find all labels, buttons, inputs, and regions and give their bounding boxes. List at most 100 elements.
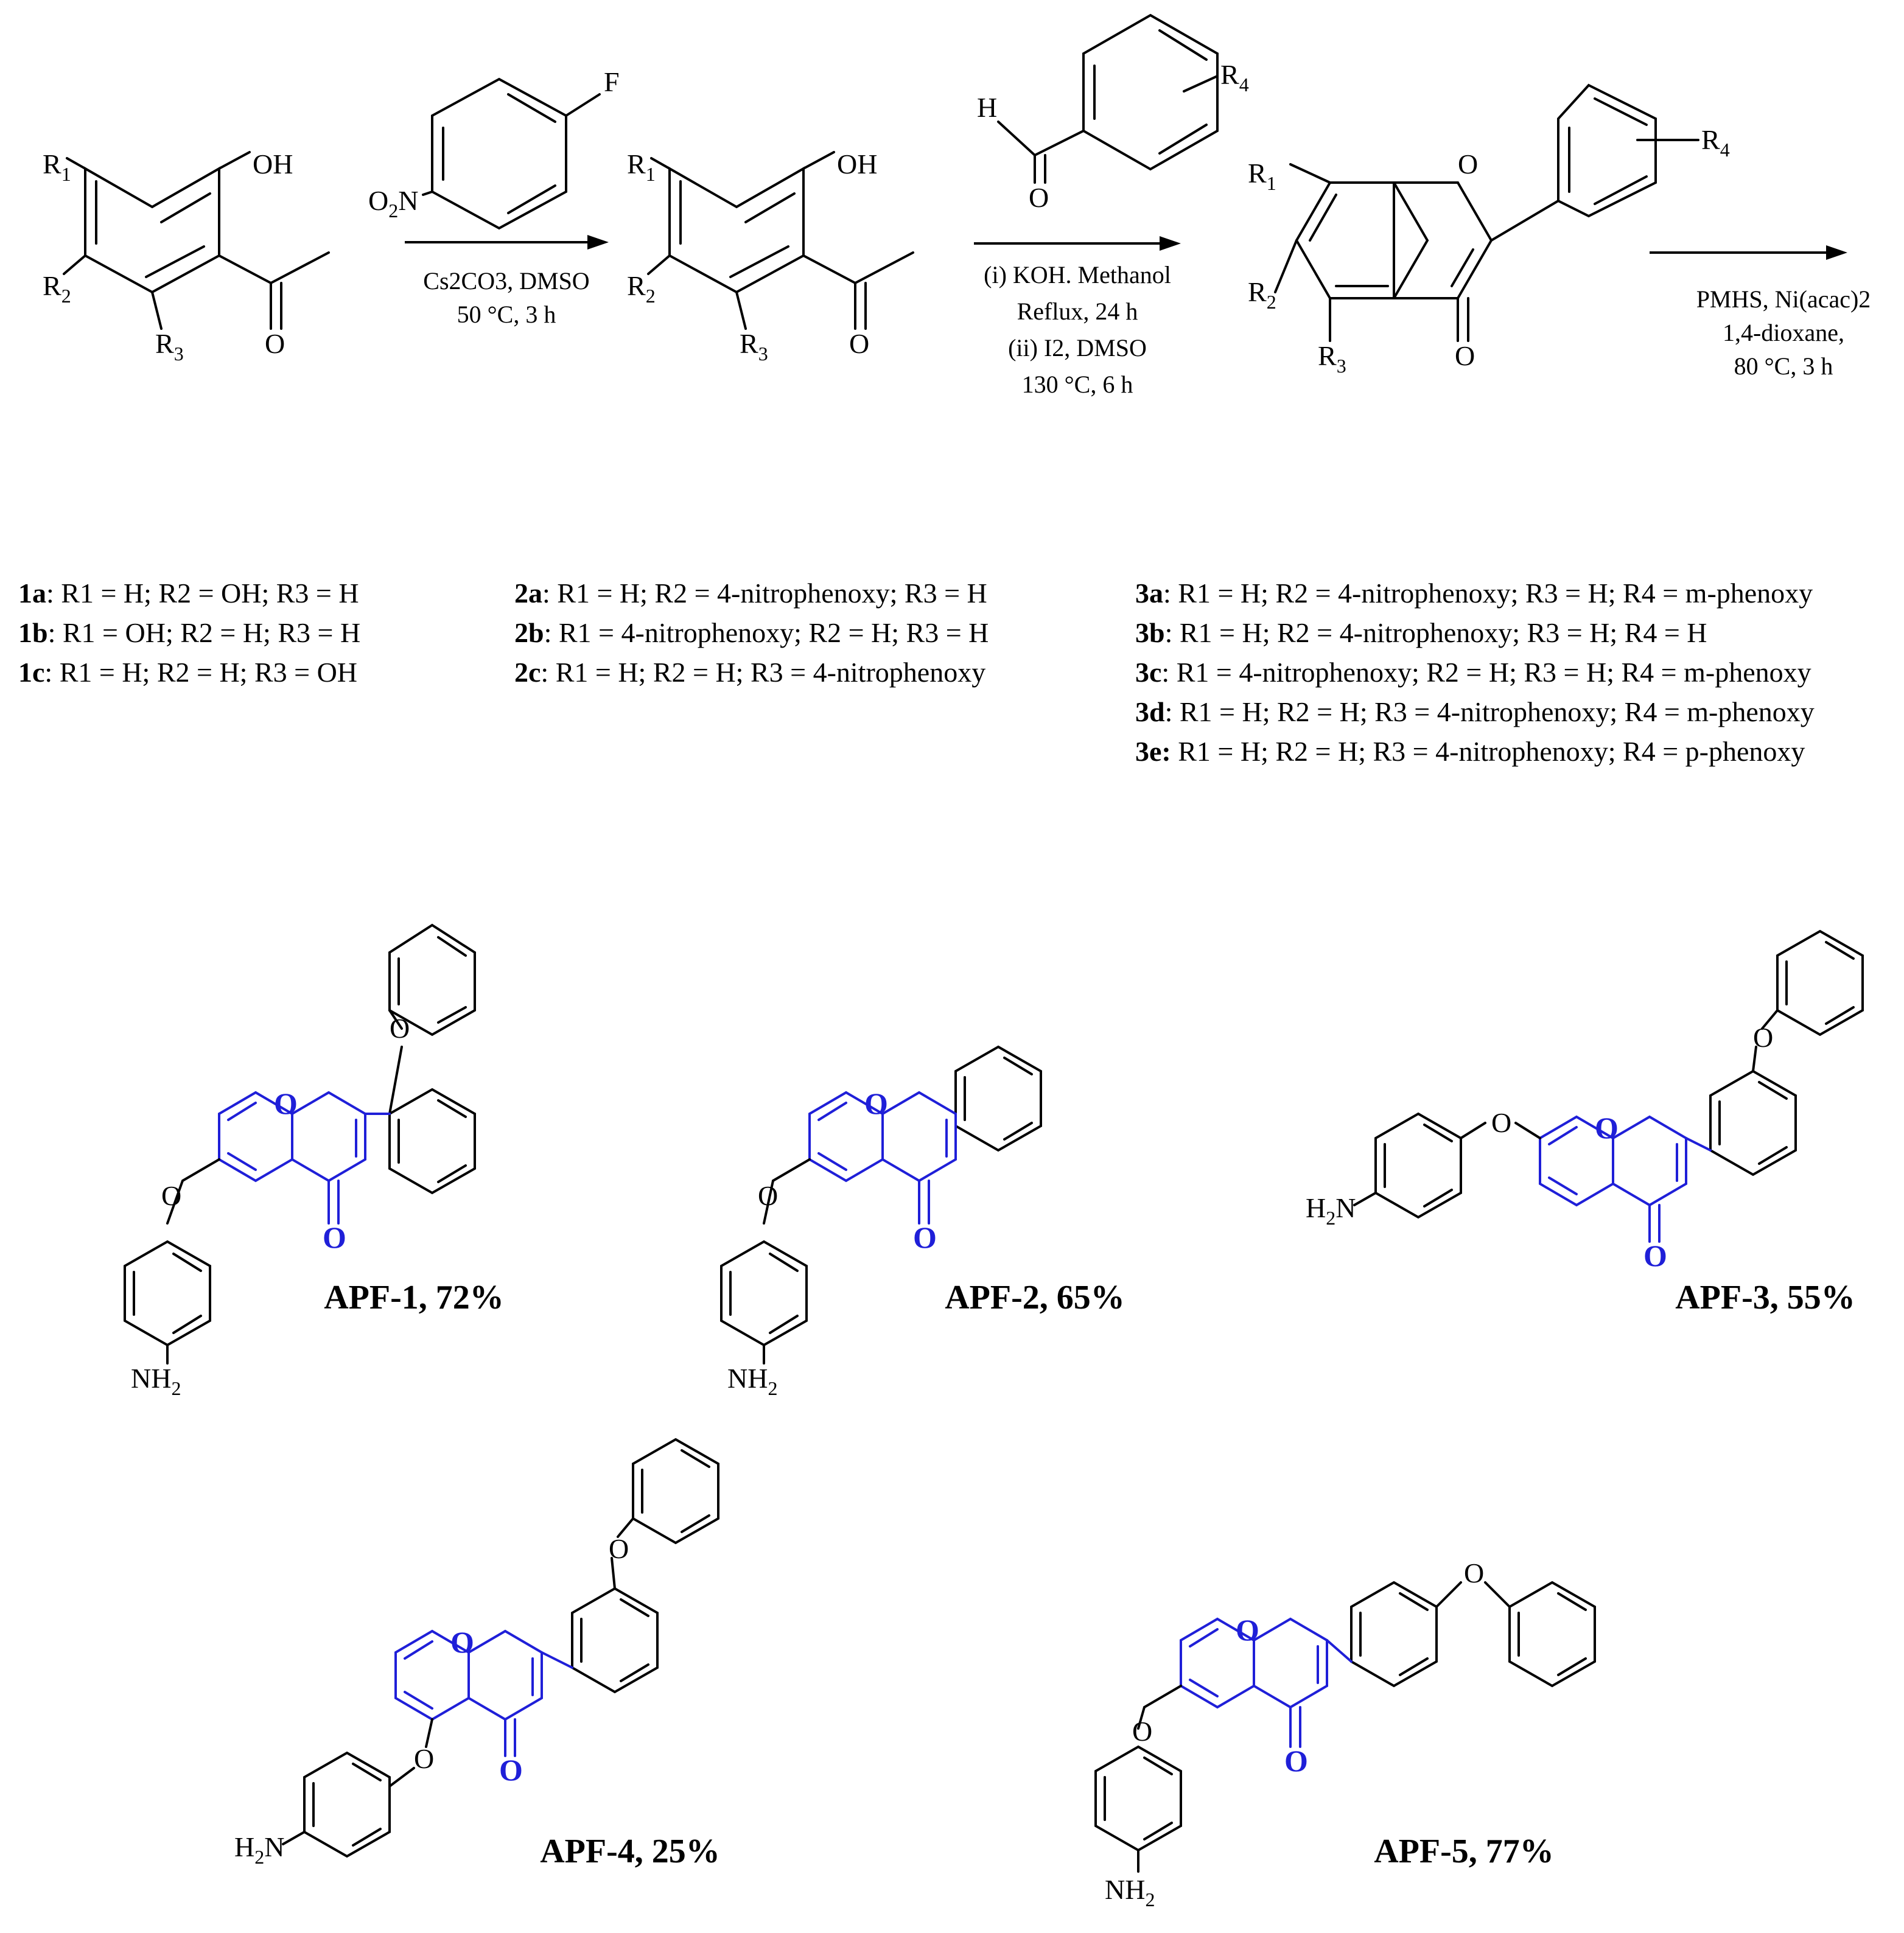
step3-condition-1: PMHS, Ni(acac)2 xyxy=(1696,285,1871,313)
apf-4-nh2: H2N xyxy=(234,1831,284,1868)
apf-4-ether-o2: O xyxy=(414,1743,434,1774)
product-label-apf-4: APF-4, 25% xyxy=(540,1833,720,1870)
apf-1-aminophenoxy-ring xyxy=(124,1240,211,1347)
compound-3-r4: R4 xyxy=(1701,124,1730,161)
step2-arrow xyxy=(974,236,1181,251)
product-label-apf-2: APF-2, 65% xyxy=(945,1279,1125,1316)
apf-1-structure: O O O O NH2 xyxy=(124,923,476,1399)
step3-condition-2: 1,4-dioxane, xyxy=(1723,319,1844,346)
compound-3-r2: R2 xyxy=(1248,276,1276,313)
compound-1-r3: R3 xyxy=(155,328,184,365)
apf-5-pyranone-ring xyxy=(1253,1617,1328,1709)
compound-2-r1: R1 xyxy=(627,149,656,185)
apf-5-phenoxy-ring xyxy=(1508,1581,1596,1688)
apf-3-phenoxy-ring xyxy=(1776,929,1864,1036)
legend-row-2c: 2c: R1 = H; R2 = H; R3 = 4-nitrophenoxy xyxy=(514,657,985,688)
apf-5-ether-o: O xyxy=(1464,1557,1484,1589)
apf-2-structure: O O O NH2 xyxy=(720,1045,1042,1399)
legend-row-3b: 3b: R1 = H; R2 = 4-nitrophenoxy; R3 = H;… xyxy=(1135,617,1707,648)
apf-4-phenoxy-ring xyxy=(632,1438,719,1545)
compound-3-ring-o: O xyxy=(1458,149,1478,180)
compound-2-r3: R3 xyxy=(740,328,768,365)
legend-row-2b: 2b: R1 = 4-nitrophenoxy; R2 = H; R3 = H xyxy=(514,617,989,648)
apf-3-carbonyl-o: O xyxy=(1643,1239,1667,1273)
aldehyde-o: O xyxy=(1029,182,1049,213)
legend-row-2a: 2a: R1 = H; R2 = 4-nitrophenoxy; R3 = H xyxy=(514,578,987,609)
step2-condition-1: (i) KOH. Methanol xyxy=(984,261,1171,288)
compound-1-r1: R1 xyxy=(43,149,71,185)
legend-row-3e: 3e: R1 = H; R2 = H; R3 = 4-nitrophenoxy;… xyxy=(1135,736,1805,767)
step3-arrow xyxy=(1650,245,1847,260)
apf-3-aminophenoxy-ring xyxy=(1374,1112,1462,1219)
apf-1-aryl-ring xyxy=(388,1088,476,1195)
apf-5-ether-o2: O xyxy=(1132,1716,1152,1747)
step1-arrow xyxy=(405,235,609,250)
apf-1-nh2: NH2 xyxy=(131,1363,181,1399)
compound-1-r2: R2 xyxy=(43,270,71,307)
apf-2-nh2: NH2 xyxy=(727,1363,777,1399)
apf-5-nh2: NH2 xyxy=(1105,1874,1155,1910)
legend-series-1: 1a: R1 = H; R2 = OH; R3 = H 1b: R1 = OH;… xyxy=(18,578,360,688)
compound-1-carbonyl-o: O xyxy=(265,328,285,359)
apf-5-aryl-ring xyxy=(1350,1581,1438,1688)
reagent-nitro-group: O2N xyxy=(368,185,418,222)
apf-2-ether-o: O xyxy=(758,1180,778,1211)
compound-3-benzo-ring xyxy=(1295,181,1429,299)
apf-3-pyranone-ring xyxy=(1612,1115,1687,1207)
apf-2-phenyl-ring xyxy=(954,1045,1042,1152)
apf-1-ring-o: O xyxy=(274,1086,298,1120)
legend-series-2: 2a: R1 = H; R2 = 4-nitrophenoxy; R3 = H … xyxy=(514,578,989,688)
step1-condition-1: Cs2CO3, DMSO xyxy=(423,267,589,295)
legend-row-1c: 1c: R1 = H; R2 = H; R3 = OH xyxy=(18,657,357,688)
compound-2-structure: OH O R1 R2 R3 xyxy=(627,149,914,365)
compound-1-oh: OH xyxy=(253,149,293,180)
compound-3-carbonyl-o: O xyxy=(1455,340,1475,371)
compound-3-r3: R3 xyxy=(1318,340,1346,377)
step3-condition-3: 80 °C, 3 h xyxy=(1734,352,1833,380)
apf-2-carbonyl-o: O xyxy=(913,1220,937,1254)
product-label-apf-3: APF-3, 55% xyxy=(1675,1279,1855,1316)
legend-row-3d: 3d: R1 = H; R2 = H; R3 = 4-nitrophenoxy;… xyxy=(1135,696,1815,727)
apf-5-ring-o: O xyxy=(1236,1613,1259,1647)
fluoronitrobenzene-ring xyxy=(431,77,567,230)
apf-1-pyranone-ring xyxy=(291,1091,366,1183)
compound-3-pyranone-ring xyxy=(1393,181,1493,299)
apf-4-carbonyl-o: O xyxy=(499,1753,523,1787)
aldehyde-h: H xyxy=(977,92,997,123)
compound-3-aryl-ring xyxy=(1557,83,1657,218)
apf-4-aryl-ring xyxy=(571,1587,659,1694)
apf-1-ether-o2: O xyxy=(161,1180,181,1211)
apf-3-ether-o2: O xyxy=(1491,1107,1511,1138)
apf-3-nh2: H2N xyxy=(1306,1192,1356,1229)
apf-4-pyranone-ring xyxy=(467,1629,543,1721)
legend-row-1a: 1a: R1 = H; R2 = OH; R3 = H xyxy=(18,578,359,609)
apf-2-ring-o: O xyxy=(864,1086,888,1120)
step2-condition-4: 130 °C, 6 h xyxy=(1022,371,1133,398)
apf-1-phenoxy-ring xyxy=(388,923,476,1036)
compound-2-carbonyl-o: O xyxy=(849,328,869,359)
legend-series-3: 3a: R1 = H; R2 = 4-nitrophenoxy; R3 = H;… xyxy=(1135,578,1815,767)
compound-2-oh: OH xyxy=(837,149,877,180)
reagent-r4: R4 xyxy=(1220,59,1249,96)
apf-4-structure: O O O O H2N xyxy=(234,1438,719,1868)
apf-5-aminophenoxy-ring xyxy=(1094,1745,1182,1852)
legend-row-3c: 3c: R1 = 4-nitrophenoxy; R2 = H; R3 = H;… xyxy=(1135,657,1811,688)
apf-3-structure: O O O O H2N xyxy=(1306,929,1864,1273)
apf-4-aminophenoxy-ring xyxy=(303,1751,391,1858)
compound-3-r1: R1 xyxy=(1248,158,1276,194)
reagent-fluorine: F xyxy=(604,66,620,97)
apf-1-ether-o: O xyxy=(390,1013,410,1044)
apf-2-aminophenoxy-ring xyxy=(720,1240,808,1347)
step1-condition-2: 50 °C, 3 h xyxy=(457,301,556,328)
compound-3-structure: O O R1 R2 R3 R4 xyxy=(1248,83,1730,377)
compound-2-r2: R2 xyxy=(627,270,656,307)
product-label-apf-5: APF-5, 77% xyxy=(1374,1833,1554,1870)
apf-3-ring-o: O xyxy=(1595,1111,1619,1145)
apf-2-pyranone-ring xyxy=(881,1091,957,1183)
apf-1-carbonyl-o: O xyxy=(323,1220,346,1254)
product-label-apf-1: APF-1, 72% xyxy=(324,1279,504,1316)
apf-4-ether-o: O xyxy=(609,1533,629,1564)
apf-3-aryl-ring xyxy=(1709,1069,1797,1176)
apf-4-ring-o: O xyxy=(450,1625,474,1659)
